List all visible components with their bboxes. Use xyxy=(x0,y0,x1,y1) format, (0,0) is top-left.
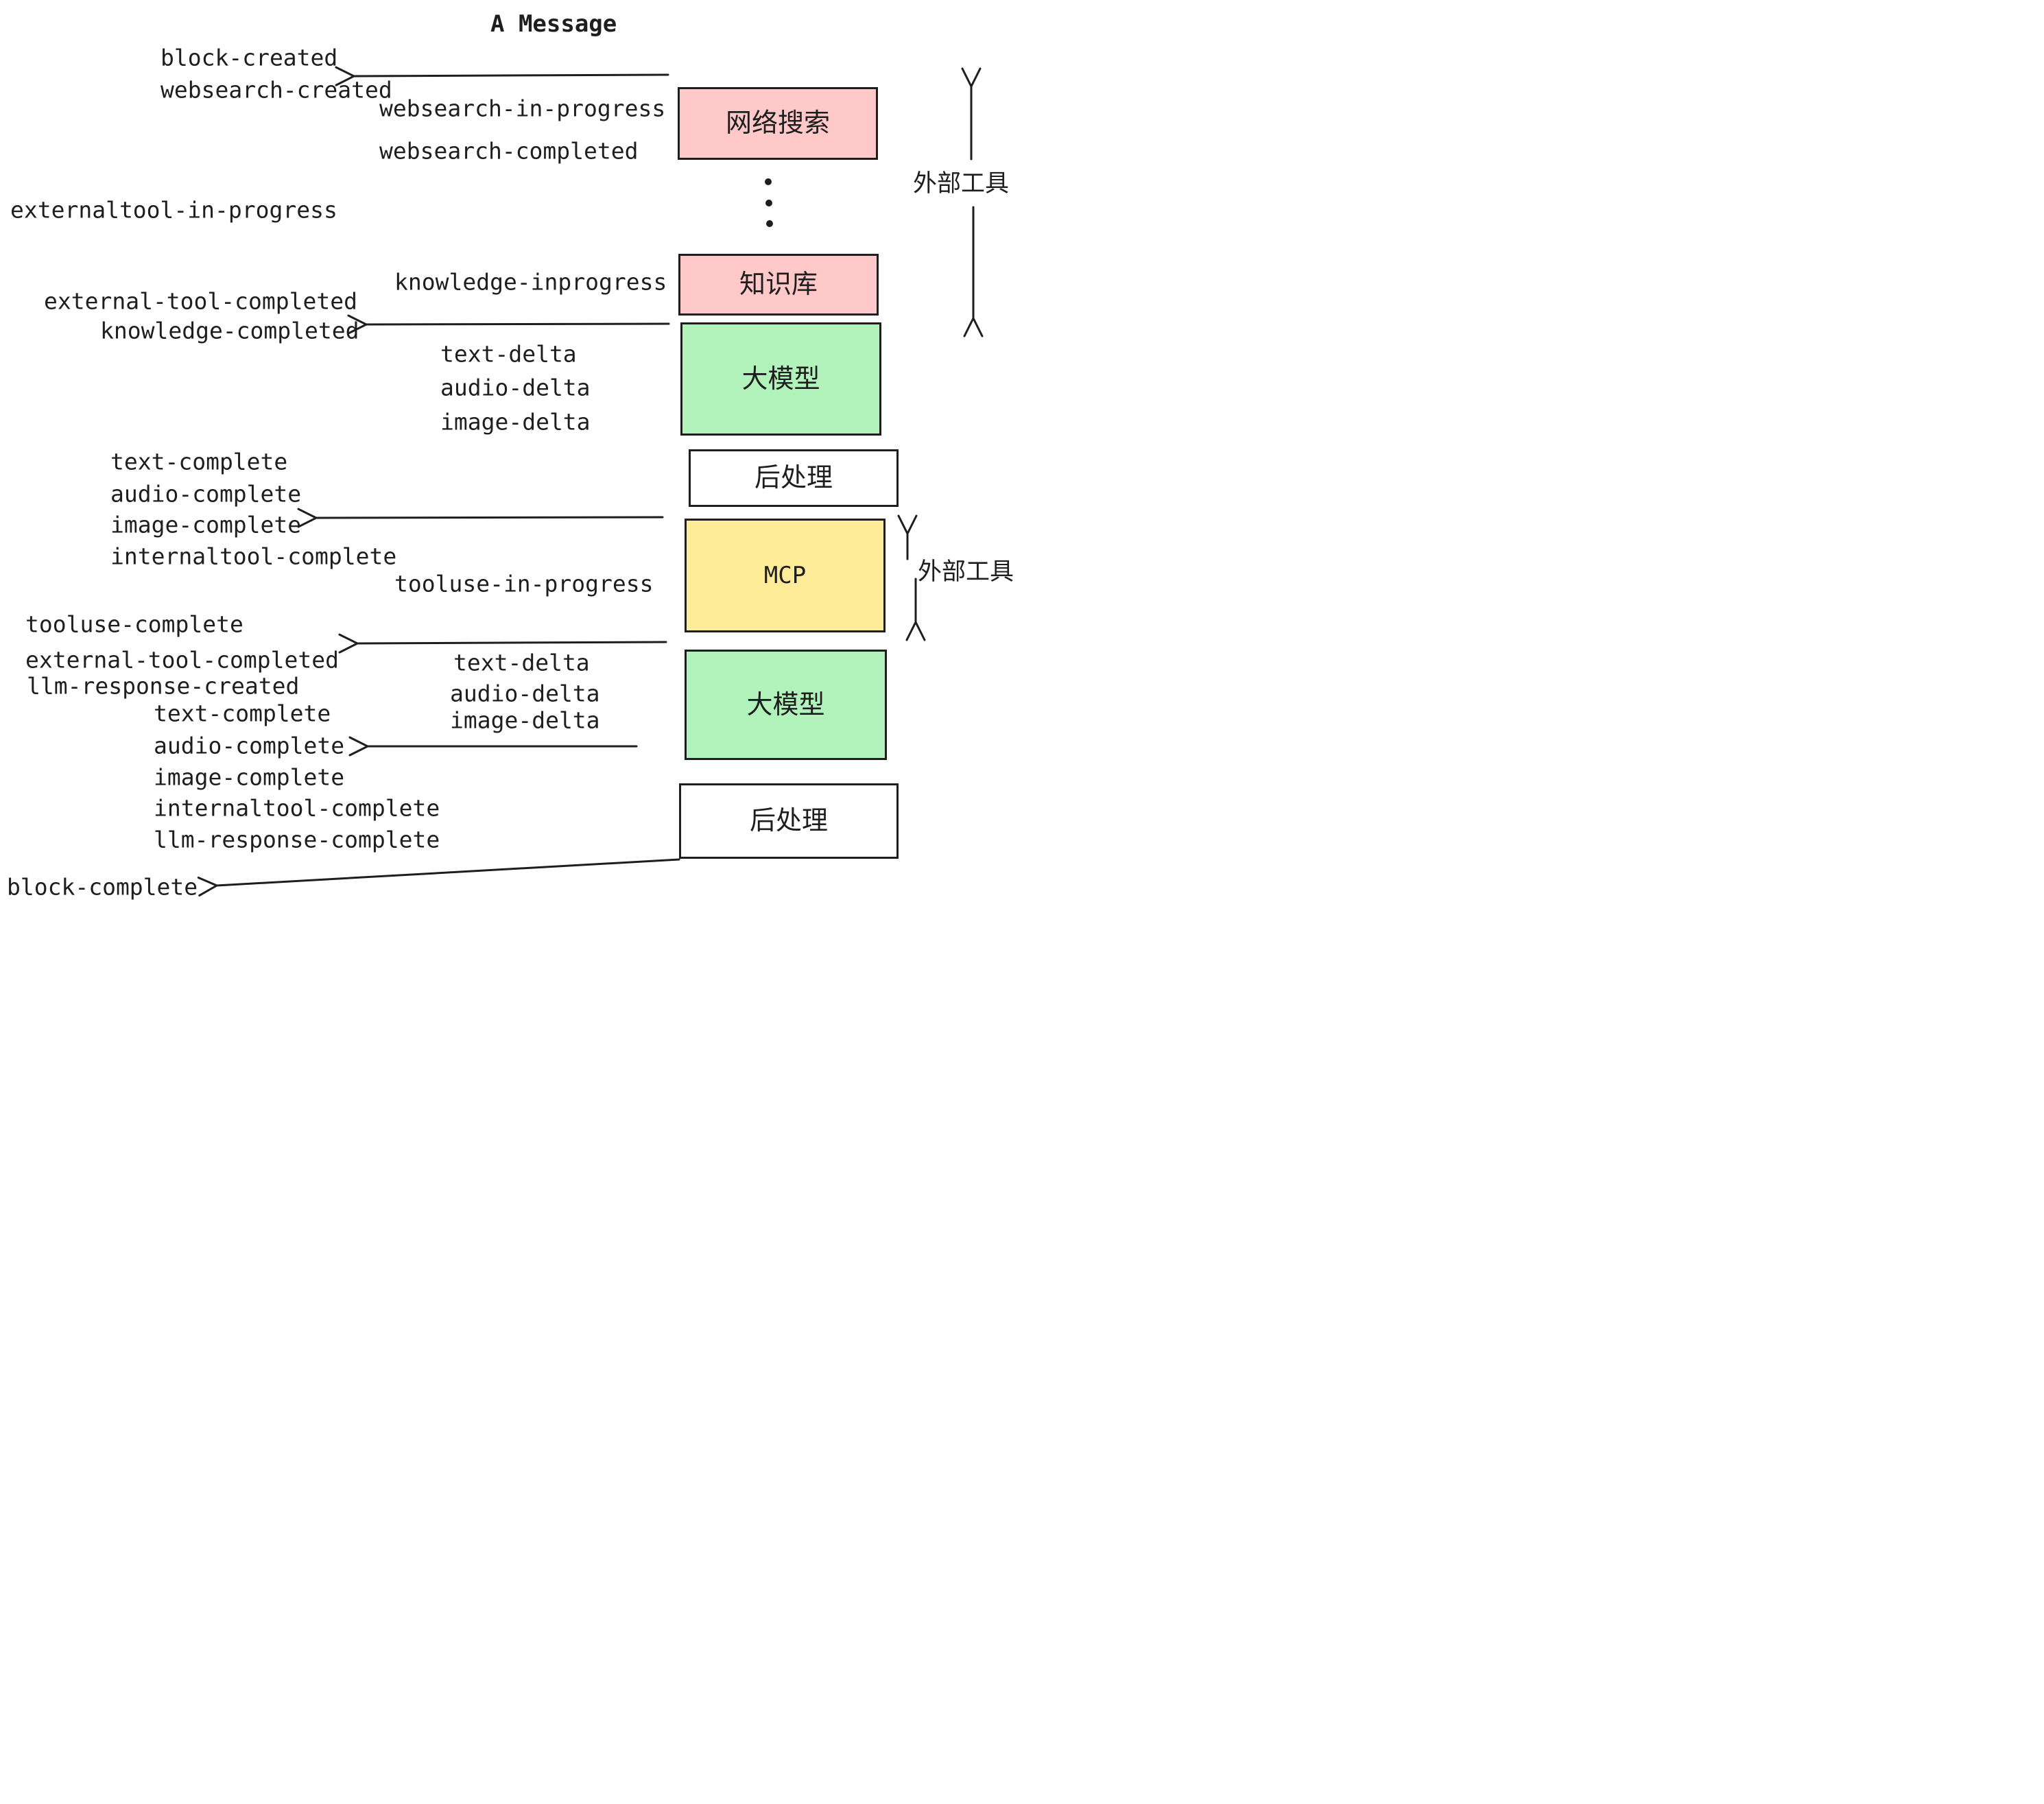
arrow-block-created xyxy=(335,66,669,86)
node-llm-2-label: 大模型 xyxy=(746,690,825,720)
event-label-internaltool-complete: internaltool-complete xyxy=(110,543,397,570)
event-label-text-complete: text-complete xyxy=(110,448,288,475)
event-label-websearch-in-progress: websearch-in-progress xyxy=(379,95,666,122)
page-title: A Message xyxy=(490,10,617,38)
node-knowledge-label: 知识库 xyxy=(739,270,818,299)
node-websearch: 网络搜索 xyxy=(678,87,878,160)
event-label-knowledge-completed: knowledge-completed xyxy=(100,317,359,344)
external-tools-label-mid: 外部工具 xyxy=(918,558,1014,585)
event-label-image-complete-2: image-complete xyxy=(154,763,345,791)
event-label-text-delta-2: text-delta xyxy=(453,649,590,676)
event-label-audio-complete: audio-complete xyxy=(110,480,302,508)
event-label-audio-delta-2: audio-delta xyxy=(450,680,600,707)
event-label-audio-complete-2: audio-complete xyxy=(154,732,345,759)
event-label-externaltool-in-progress: externaltool-in-progress xyxy=(10,196,337,224)
event-label-tooluse-in-progress: tooluse-in-progress xyxy=(394,570,654,597)
node-websearch-label: 网络搜索 xyxy=(725,109,830,138)
external-tools-label-top: 外部工具 xyxy=(913,170,1010,197)
event-label-image-delta: image-delta xyxy=(440,408,591,436)
event-label-text-complete-2: text-complete xyxy=(154,700,331,727)
arrow-block-complete xyxy=(197,858,680,897)
node-llm-1: 大模型 xyxy=(680,322,881,436)
node-postprocess-2: 后处理 xyxy=(679,783,899,859)
event-label-external-tool-completed-2: external-tool-completed xyxy=(25,646,339,674)
event-label-image-complete: image-complete xyxy=(110,511,302,538)
node-knowledge: 知识库 xyxy=(678,254,879,316)
event-label-audio-delta: audio-delta xyxy=(440,374,591,401)
event-label-llm-response-created: llm-response-created xyxy=(27,672,300,700)
arrow-internaltool-complete xyxy=(297,508,664,528)
event-label-text-delta: text-delta xyxy=(440,340,577,368)
event-label-tooluse-complete: tooluse-complete xyxy=(25,610,243,638)
node-llm-1-label: 大模型 xyxy=(741,364,820,394)
event-label-block-created: block-created xyxy=(161,44,338,71)
event-label-websearch-completed: websearch-completed xyxy=(379,137,639,165)
event-label-llm-response-complete: llm-response-complete xyxy=(154,826,440,853)
event-label-image-delta-2: image-delta xyxy=(450,707,600,734)
event-label-knowledge-inprogress: knowledge-inprogress xyxy=(394,268,667,296)
node-postprocess-1: 后处理 xyxy=(689,449,899,507)
ellipsis-dots-icon xyxy=(765,178,773,227)
event-label-external-tool-completed: external-tool-completed xyxy=(44,287,357,315)
node-postprocess-2-label: 后处理 xyxy=(749,807,828,835)
node-mcp: MCP xyxy=(685,519,886,632)
node-llm-2: 大模型 xyxy=(685,650,887,760)
event-label-websearch-created: websearch-created xyxy=(161,76,392,104)
arrow-tooluse-complete xyxy=(338,633,667,654)
node-mcp-label: MCP xyxy=(763,562,807,589)
node-postprocess-1-label: 后处理 xyxy=(754,464,833,492)
flow-diagram: A Message block-created websearch-create… xyxy=(0,0,1022,902)
event-label-internaltool-complete-2: internaltool-complete xyxy=(154,794,440,822)
event-label-block-complete: block-complete xyxy=(7,873,198,901)
